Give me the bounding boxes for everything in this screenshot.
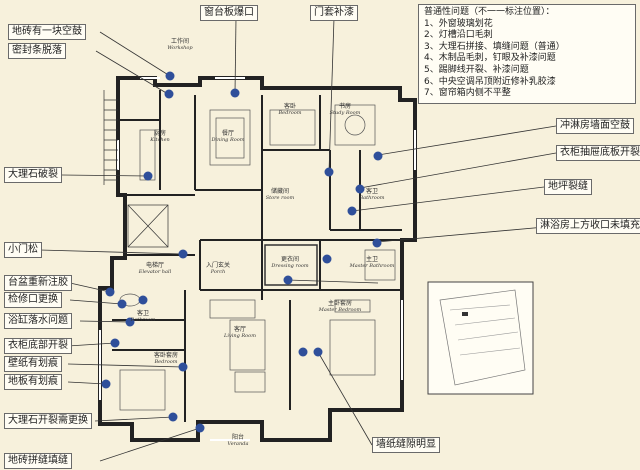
callout-shower-top-unfilled: 淋浴房上方收口未填充 [536, 218, 640, 234]
callout-cabinet-bottom-crack: 衣柜抽屉底板开裂 [556, 145, 640, 161]
notes-item: 1、外窗玻璃划花 [424, 18, 493, 29]
issue-dot [138, 295, 148, 305]
issue-dot [195, 423, 205, 433]
issue-dot [178, 249, 188, 259]
callout-wallpaper-scratch: 壁纸有划痕 [4, 356, 62, 372]
notes-item: 6、中央空调吊顶附近修补乳胶漆 [424, 76, 556, 87]
notes-item: 5、踢脚线开裂、补漆问题 [424, 64, 529, 75]
issue-dot [101, 379, 111, 389]
callout-marble-replace: 大理石开裂需更换 [4, 413, 92, 429]
notes-title: 普通性问题（不一一标注位置）： [424, 7, 555, 17]
issue-dot [372, 238, 382, 248]
callout-marble-crack: 大理石破裂 [4, 167, 62, 183]
issue-dot [324, 167, 334, 177]
callout-tile-joint: 地砖拼缝填缝 [4, 453, 72, 469]
notes-item: 2、灯槽沿口毛刺 [424, 30, 493, 41]
issue-dot [298, 347, 308, 357]
callout-windowsill-gap: 窗台板爆口 [200, 5, 258, 21]
callout-wallpaper-seam: 墙纸缝隙明显 [372, 437, 440, 453]
callout-seal-strip: 密封条脱落 [8, 43, 66, 59]
issue-dot [143, 171, 153, 181]
issue-dot [110, 338, 120, 348]
callout-countertop-reglue: 台盆重新注胶 [4, 275, 72, 291]
general-notes: 普通性问题（不一一标注位置）： 1、外窗玻璃划花 2、灯槽沿口毛刺 3、大理石拼… [418, 4, 636, 104]
issue-dot [168, 412, 178, 422]
issue-dot [164, 89, 174, 99]
issue-dot [347, 206, 357, 216]
walls [98, 76, 417, 442]
issue-dot [322, 254, 332, 264]
callout-shower-wall-hollow: 冲淋房墙面空鼓 [556, 118, 634, 134]
issue-markers [101, 71, 383, 433]
callout-small-door-loose: 小门松 [4, 242, 42, 258]
notes-item: 3、大理石拼接、填缝问题（普通） [424, 41, 565, 52]
issue-dot [178, 362, 188, 372]
issue-dot [355, 184, 365, 194]
callout-tile-hollow: 地砖有一块空鼓 [8, 24, 86, 40]
callout-floor-scratch: 地板有划痕 [4, 374, 62, 390]
issue-dot [165, 71, 175, 81]
issue-dot [283, 275, 293, 285]
callout-wardrobe-bottom-crack: 衣柜底部开裂 [4, 338, 72, 354]
issue-dot [313, 347, 323, 357]
leader-lines [39, 17, 557, 462]
stair-elevator [103, 90, 318, 286]
issue-dot [230, 88, 240, 98]
issue-dot [125, 317, 135, 327]
location-inset-map [427, 281, 534, 395]
issue-dot [105, 287, 115, 297]
notes-item: 4、木制品毛刺，钉眼及补漆问题 [424, 53, 556, 64]
callout-tub-drain: 浴缸落水问题 [4, 313, 72, 329]
callout-floor-crack: 地坪裂缝 [544, 179, 592, 195]
notes-item: 7、窗帘箱内侧不平整 [424, 88, 511, 99]
callout-door-paint: 门套补漆 [310, 5, 358, 21]
issue-dot [117, 299, 127, 309]
callout-access-panel: 检修口更换 [4, 292, 62, 308]
issue-dot [373, 151, 383, 161]
